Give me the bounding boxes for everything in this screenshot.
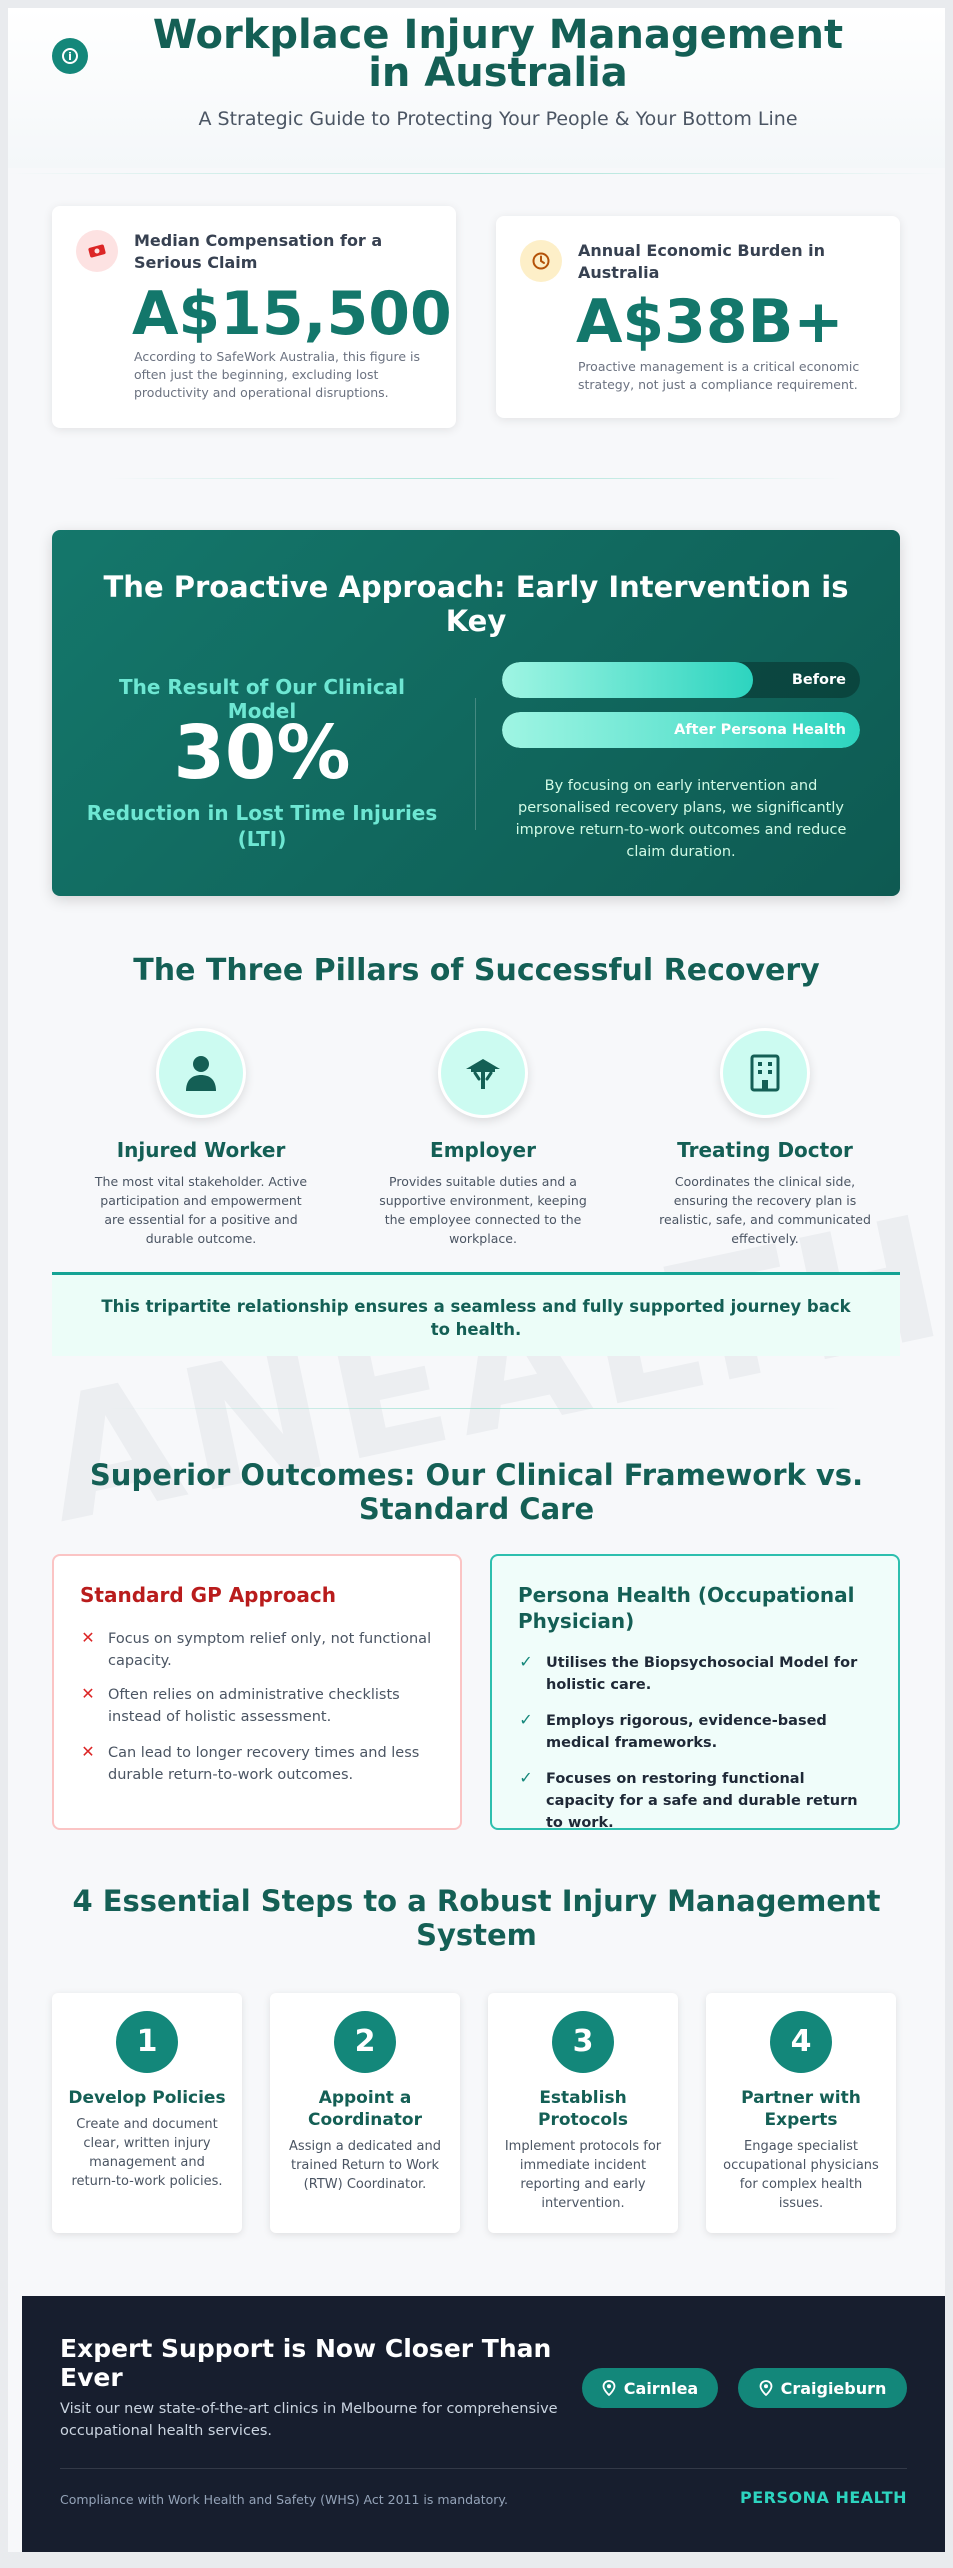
pillar-name: Employer [430, 1138, 536, 1162]
location-button-cairnlea[interactable]: Cairnlea [582, 2368, 718, 2408]
step-description: Assign a dedicated and trained Return to… [289, 2139, 441, 2192]
after-bar: After Persona Health [502, 712, 860, 748]
footer-divider [60, 2468, 907, 2469]
step-number: 2 [334, 2011, 396, 2073]
infographic-page: ANEALTH i Workplace Injury Management in… [8, 8, 945, 2552]
map-pin-icon [759, 2380, 772, 2396]
result-label: The Result of Our Clinical Model [118, 675, 406, 723]
step-title: Establish Protocols [537, 2088, 629, 2130]
step-number: 4 [770, 2011, 832, 2073]
footer: Expert Support is Now Closer Than Ever V… [22, 2296, 945, 2552]
location-label: Craigieburn [780, 2378, 887, 2398]
stat-value: A$15,500 [132, 279, 452, 349]
step-title: Develop Policies [68, 2088, 226, 2108]
check-icon: ✓ [519, 1768, 533, 1787]
list-item-text: Focuses on restoring functional capacity… [546, 1771, 858, 1831]
pillar-name: Treating Doctor [677, 1138, 853, 1162]
outcomes-title: Superior Outcomes: Our Clinical Framewor… [89, 1458, 864, 1526]
vertical-divider [475, 698, 476, 830]
cross-icon: ✕ [81, 1742, 95, 1761]
pillars-title: The Three Pillars of Successful Recovery [133, 953, 820, 988]
step-title: Partner with Experts [741, 2088, 861, 2130]
check-icon: ✓ [519, 1710, 533, 1729]
list-item-text: Can lead to longer recovery times and le… [108, 1745, 420, 1783]
map-pin-icon [602, 2380, 616, 2396]
divider [108, 1408, 845, 1409]
brand-name: PERSONA HEALTH [740, 2488, 907, 2507]
stat-description: According to SafeWork Australia, this fi… [134, 349, 420, 400]
persona-title: Persona Health (Occupational Physician) [518, 1583, 855, 1633]
tripartite-text: This tripartite relationship ensures a s… [101, 1297, 851, 1339]
step-card: 1 Develop Policies Create and document c… [52, 1993, 242, 2233]
stat-card-compensation: Median Compensation for a Serious Claim … [52, 206, 456, 428]
pillar-name: Injured Worker [116, 1138, 286, 1162]
after-bar-fill [502, 712, 860, 748]
page-subtitle: A Strategic Guide to Protecting Your Peo… [198, 108, 798, 130]
standard-title: Standard GP Approach [80, 1583, 336, 1607]
tripartite-callout: This tripartite relationship ensures a s… [52, 1272, 900, 1356]
building-icon [720, 1028, 810, 1118]
footer-title: Expert Support is Now Closer Than Ever [60, 2334, 552, 2392]
pillar-description: Coordinates the clinical side, ensuring … [659, 1174, 871, 1246]
steps-title: 4 Essential Steps to a Robust Injury Man… [72, 1884, 881, 1952]
stat-value: A$38B+ [576, 287, 844, 357]
reduction-label: Reduction in Lost Time Injuries (LTI) [86, 801, 438, 851]
before-bar-label: Before [791, 672, 846, 688]
list-item-text: Focus on symptom relief only, not functi… [108, 1631, 432, 1669]
page-header: i Workplace Injury Management in Austral… [8, 8, 945, 168]
cross-icon: ✕ [81, 1684, 95, 1703]
location-button-craigieburn[interactable]: Craigieburn [738, 2368, 907, 2408]
cross-icon: ✕ [81, 1628, 95, 1647]
compliance-note: Compliance with Work Health and Safety (… [60, 2492, 509, 2507]
umbrella-icon [438, 1028, 528, 1118]
proactive-panel: The Proactive Approach: Early Interventi… [52, 530, 900, 896]
list-item-text: Employs rigorous, evidence-based medical… [546, 1713, 827, 1751]
lti-percentage: 30% [173, 710, 351, 796]
page-title: Workplace Injury Management in Australia [152, 12, 844, 96]
step-description: Engage specialist occupational physician… [723, 2139, 879, 2211]
proactive-note: By focusing on early intervention and pe… [515, 778, 847, 860]
step-card: 3 Establish Protocols Implement protocol… [488, 1993, 678, 2233]
step-description: Create and document clear, written injur… [71, 2117, 223, 2189]
step-title: Appoint a Coordinator [308, 2088, 422, 2130]
after-bar-label: After Persona Health [674, 722, 846, 738]
pillar-description: Provides suitable duties and a supportiv… [379, 1174, 587, 1246]
list-item-text: Utilises the Biopsychosocial Model for h… [546, 1655, 858, 1693]
standard-approach-card: Standard GP Approach ✕ Focus on symptom … [52, 1554, 462, 1830]
divider [8, 173, 945, 174]
stat-label: Median Compensation for a Serious Claim [134, 231, 383, 272]
footer-subtitle: Visit our new state-of-the-art clinics i… [60, 2401, 558, 2439]
divider [108, 478, 845, 479]
step-description: Implement protocols for immediate incide… [504, 2139, 662, 2211]
before-bar: Before [502, 662, 860, 698]
proactive-title: The Proactive Approach: Early Interventi… [103, 570, 849, 638]
info-icon: i [52, 38, 88, 74]
step-card: 2 Appoint a Coordinator Assign a dedicat… [270, 1993, 460, 2233]
check-icon: ✓ [519, 1652, 533, 1671]
money-icon [76, 230, 118, 272]
step-card: 4 Partner with Experts Engage specialist… [706, 1993, 896, 2233]
list-item-text: Often relies on administrative checklist… [108, 1687, 400, 1725]
stat-description: Proactive management is a critical econo… [578, 359, 860, 392]
clock-icon [520, 240, 562, 282]
persona-health-card: Persona Health (Occupational Physician) … [490, 1554, 900, 1831]
location-label: Cairnlea [623, 2378, 699, 2398]
pillar-description: The most vital stakeholder. Active parti… [94, 1174, 308, 1246]
person-icon [156, 1028, 246, 1118]
stat-card-economic-burden: Annual Economic Burden in Australia A$38… [496, 216, 900, 418]
before-bar-fill [502, 662, 753, 698]
stat-label: Annual Economic Burden in Australia [578, 241, 826, 282]
step-number: 3 [552, 2011, 614, 2073]
step-number: 1 [116, 2011, 178, 2073]
